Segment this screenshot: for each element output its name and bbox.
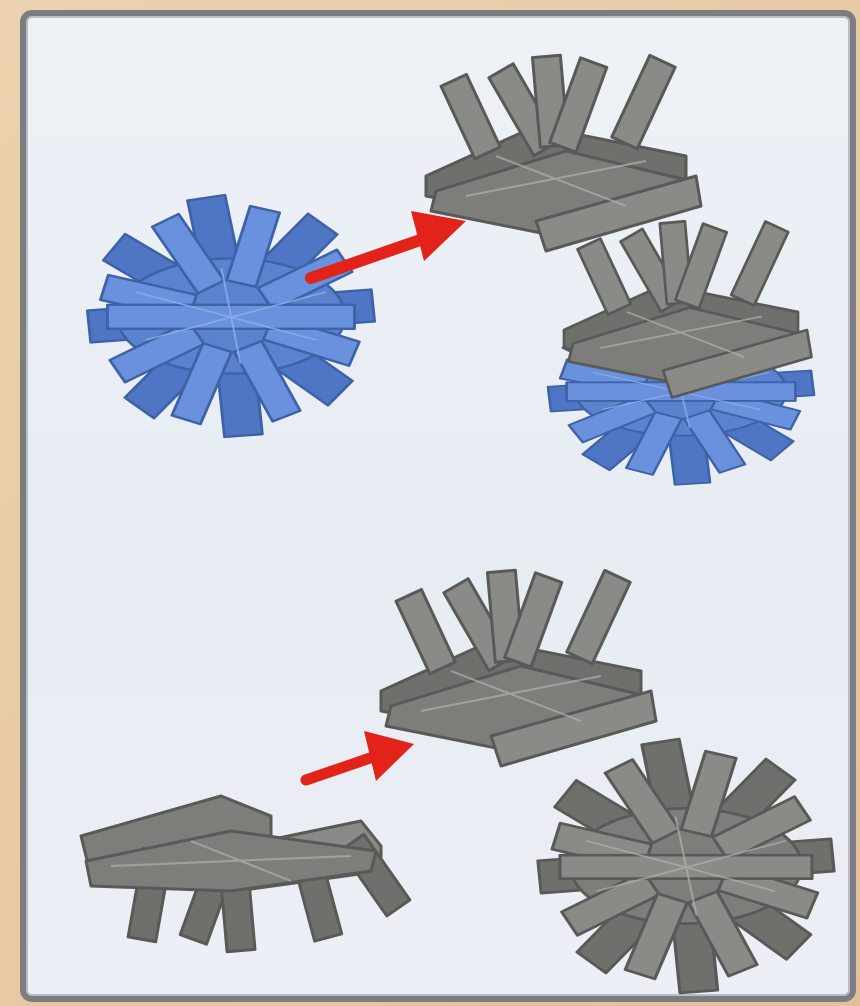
step-2	[81, 570, 834, 993]
blue-gray-assembly	[548, 221, 814, 484]
instruction-panel	[20, 10, 856, 1002]
gray-connector	[426, 55, 701, 251]
gray-gray-assembly	[538, 739, 834, 993]
gray-connector	[81, 796, 410, 952]
step-1	[87, 55, 814, 485]
red-arrow-icon	[311, 211, 466, 278]
blue-connector	[87, 195, 374, 437]
red-arrow-icon	[306, 731, 414, 781]
assembly-diagram	[26, 16, 856, 1002]
gray-connector	[381, 570, 656, 766]
